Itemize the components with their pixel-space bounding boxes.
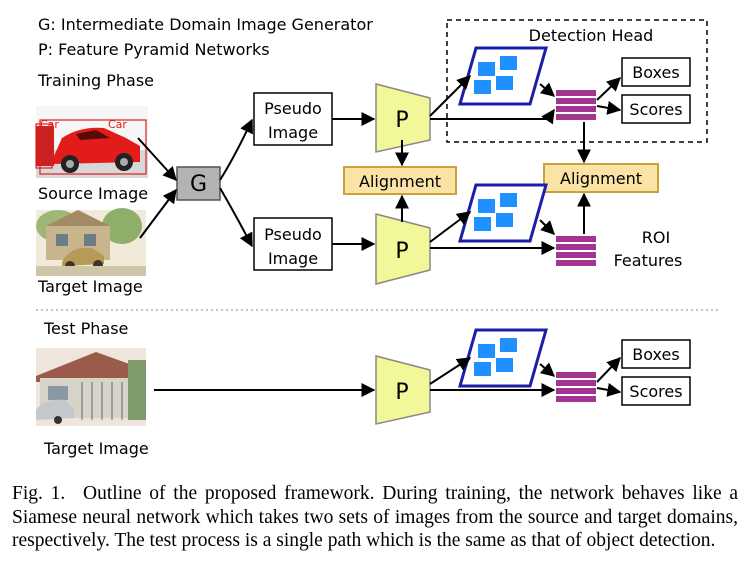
arrow-fpn-test-to-feature-map bbox=[429, 357, 472, 385]
boxes-label-test: Boxes bbox=[632, 345, 679, 364]
arrow-source-to-generator bbox=[137, 137, 177, 182]
arrow-generator-to-pseudo-bottom bbox=[219, 187, 253, 248]
pseudo-image-top-line1: Pseudo bbox=[264, 99, 322, 118]
arrow-roi-to-boxes bbox=[596, 77, 622, 101]
target-image-training bbox=[36, 208, 146, 276]
fpn-test bbox=[375, 355, 431, 425]
scores-label-test: Scores bbox=[629, 382, 682, 401]
arrow-generator-to-pseudo-top bbox=[219, 118, 253, 181]
arrow-feature-map-test-to-roi bbox=[539, 362, 556, 377]
pseudo-image-bottom bbox=[253, 217, 333, 271]
arrow-feature-map-top-to-roi bbox=[539, 82, 556, 97]
pseudo-image-top-line2: Image bbox=[268, 123, 318, 142]
generator-box bbox=[176, 166, 221, 201]
figure-label: Fig. 1. bbox=[12, 483, 66, 504]
pseudo-image-bottom-line2: Image bbox=[268, 249, 318, 268]
fpn-bottom-label: P bbox=[395, 239, 408, 264]
fpn-test-label: P bbox=[395, 380, 408, 405]
scores-output-test bbox=[621, 376, 691, 406]
pseudo-image-bottom-line1: Pseudo bbox=[264, 225, 322, 244]
feature-map-bottom bbox=[458, 183, 548, 243]
figure-caption: Fig. 1. Outline of the proposed framewor… bbox=[12, 482, 738, 553]
target-image-label-training: Target Image bbox=[37, 277, 143, 296]
source-image: Car Car bbox=[35, 106, 148, 178]
roi-feature-bottom bbox=[556, 236, 596, 266]
fpn-bottom bbox=[375, 213, 431, 285]
target-image-label-test: Target Image bbox=[43, 439, 149, 458]
boxes-output-test bbox=[621, 339, 691, 369]
generator-label: G bbox=[190, 172, 207, 197]
arrow-feature-map-bottom-to-roi bbox=[539, 219, 555, 235]
source-box-label: Car bbox=[40, 118, 59, 131]
fpn-top-label: P bbox=[395, 108, 408, 133]
feature-map-test bbox=[458, 328, 548, 388]
alignment-left bbox=[343, 166, 457, 195]
feature-map-top bbox=[458, 46, 548, 106]
test-phase-title: Test Phase bbox=[43, 319, 128, 338]
roi-feature-test bbox=[556, 372, 596, 402]
arrow-fpn-bottom-to-feature-map bbox=[429, 211, 472, 243]
fpn-top bbox=[375, 83, 431, 153]
arrow-roi-test-to-scores bbox=[596, 382, 622, 397]
source-box-label: Car bbox=[108, 118, 127, 131]
alignment-right bbox=[543, 163, 659, 193]
training-phase-title: Training Phase bbox=[37, 71, 154, 90]
arrow-roi-to-scores bbox=[596, 100, 622, 115]
alignment-right-label: Alignment bbox=[560, 169, 642, 188]
legend-generator: G: Intermediate Domain Image Generator bbox=[38, 15, 373, 34]
boxes-output-training bbox=[621, 57, 691, 87]
arrow-target-to-generator bbox=[139, 188, 177, 239]
roi-features-line1: ROI bbox=[642, 228, 670, 247]
caption-text: Outline of the proposed framework. Durin… bbox=[12, 483, 739, 551]
scores-output-training bbox=[621, 94, 691, 124]
scores-label-training: Scores bbox=[629, 100, 682, 119]
arrow-roi-test-to-boxes bbox=[596, 356, 621, 383]
boxes-label-training: Boxes bbox=[632, 63, 679, 82]
target-image-test bbox=[36, 348, 146, 426]
source-image-label: Source Image bbox=[38, 184, 148, 203]
roi-feature-top bbox=[556, 90, 596, 120]
roi-features-line2: Features bbox=[614, 251, 683, 270]
alignment-left-label: Alignment bbox=[359, 172, 441, 191]
detection-head-label: Detection Head bbox=[529, 26, 654, 45]
arrow-fpn-line-to-roi-top bbox=[541, 108, 555, 125]
detection-head-region bbox=[446, 19, 708, 143]
legend-fpn: P: Feature Pyramid Networks bbox=[38, 40, 270, 59]
arrow-fpn-top-to-feature-map bbox=[429, 75, 471, 117]
